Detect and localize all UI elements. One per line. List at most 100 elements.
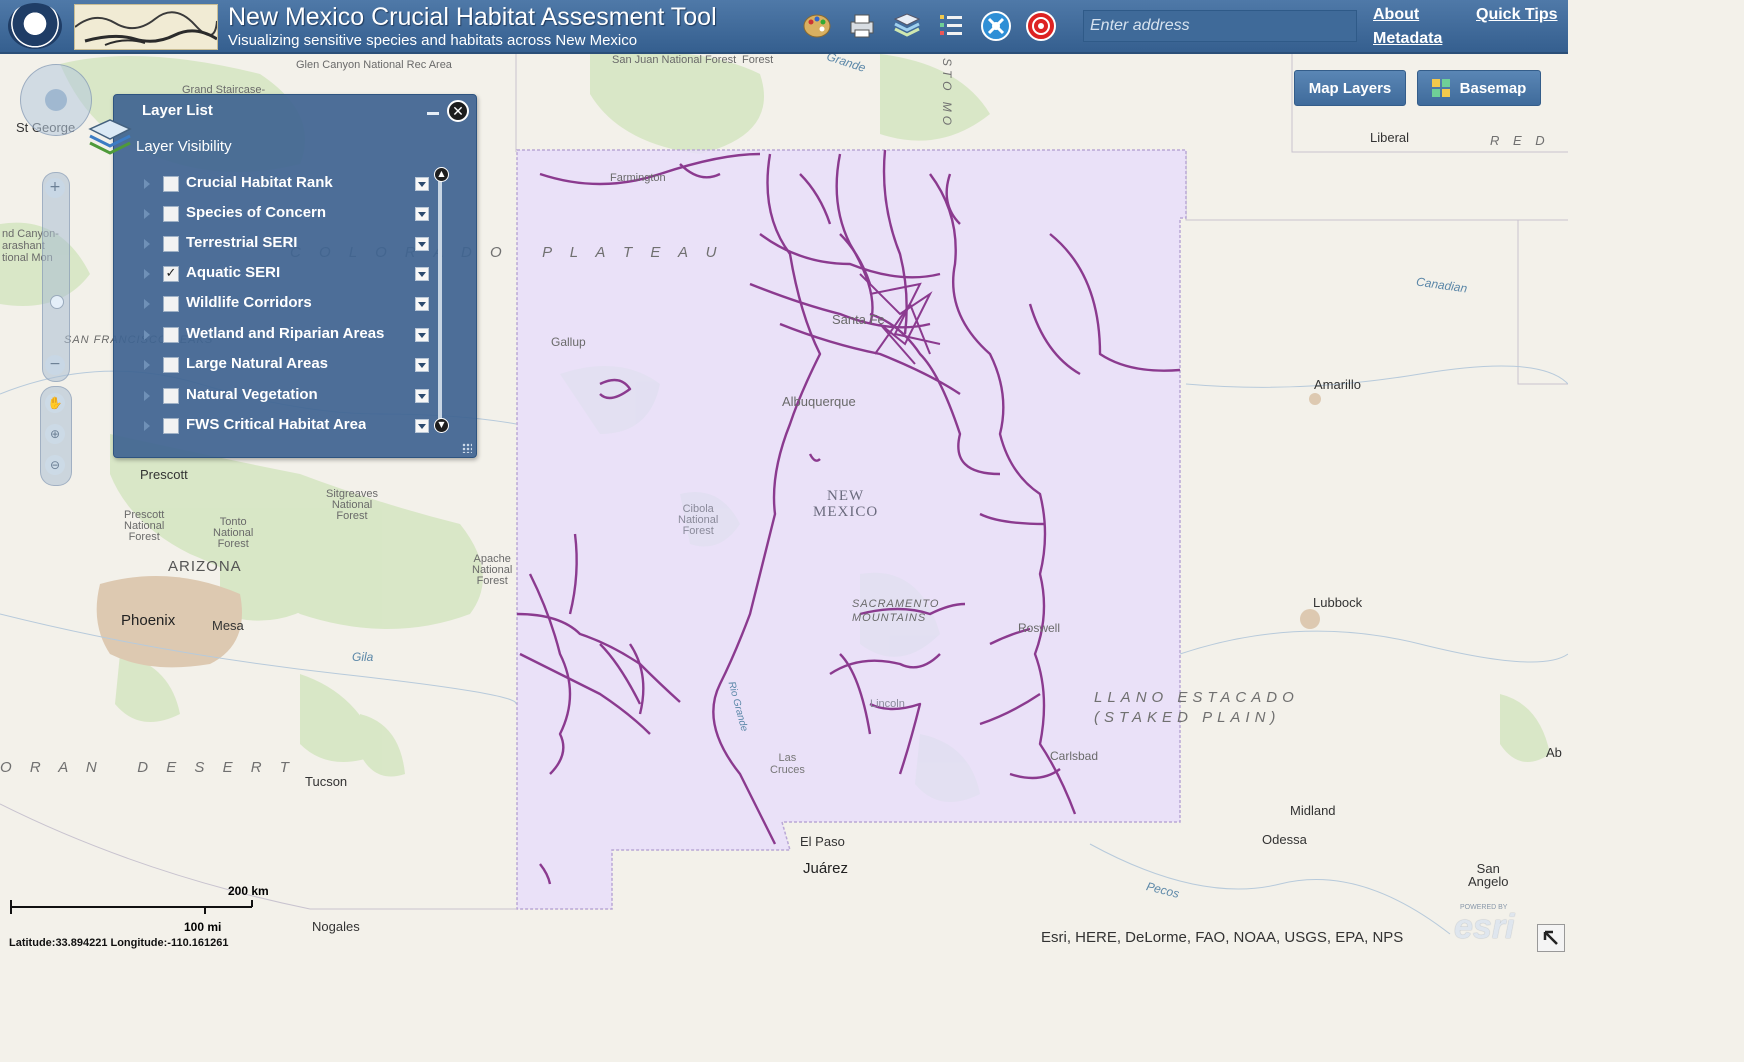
zoom-out-box-icon[interactable]: ⊖: [45, 455, 65, 475]
layer-options-dropdown[interactable]: [415, 328, 429, 342]
app-header: New Mexico Crucial Habitat Assesment Too…: [0, 0, 1568, 54]
layer-options-dropdown[interactable]: [415, 237, 429, 251]
layer-label: Terrestrial SERI: [186, 234, 298, 251]
compass-globe-icon: [981, 11, 1011, 41]
expand-arrow-icon[interactable]: [144, 360, 150, 370]
layer-stack-icon: [88, 119, 132, 155]
metadata-link[interactable]: Metadata: [1373, 30, 1443, 47]
layer-options-dropdown[interactable]: [415, 389, 429, 403]
locate-tool-button[interactable]: [1024, 9, 1058, 43]
banner-landscape-art: [74, 4, 218, 50]
layer-row-crucial-habitat-rank: Crucial Habitat Rank: [114, 171, 434, 201]
zoom-out-button[interactable]: −: [45, 355, 65, 375]
overview-map-toggle-button[interactable]: [1537, 924, 1565, 952]
layer-label: Wetland and Riparian Areas: [186, 325, 385, 342]
layer-row-terrestrial-seri: Terrestrial SERI: [114, 231, 434, 261]
esri-wordmark: esri: [1454, 908, 1515, 946]
layer-checkbox-wildlife-corridors[interactable]: [163, 296, 179, 312]
layer-options-dropdown[interactable]: [415, 419, 429, 433]
layer-label: Wildlife Corridors: [186, 294, 312, 311]
zoom-slider-handle[interactable]: [50, 295, 64, 309]
layer-checkbox-wetland-riparian[interactable]: [163, 327, 179, 343]
zoom-slider-track[interactable]: [42, 172, 70, 382]
layer-checkbox-crucial-habitat-rank[interactable]: [163, 176, 179, 192]
palette-icon: [803, 14, 831, 38]
layer-options-dropdown[interactable]: [415, 267, 429, 281]
zoom-in-button[interactable]: +: [45, 178, 65, 198]
layer-options-dropdown[interactable]: [415, 358, 429, 372]
app-title: New Mexico Crucial Habitat Assesment Too…: [228, 3, 717, 31]
expand-arrow-icon[interactable]: [144, 239, 150, 249]
layer-checkbox-terrestrial-seri[interactable]: [163, 236, 179, 252]
layer-checkbox-fws-critical-habitat[interactable]: [163, 418, 179, 434]
layer-label: Crucial Habitat Rank: [186, 174, 333, 191]
layer-label: Natural Vegetation: [186, 386, 318, 403]
layer-list-scrollbar[interactable]: [438, 171, 442, 429]
new-mexico-boundary: [516, 149, 1187, 910]
layer-label: Aquatic SERI: [186, 264, 281, 281]
compass-center-icon: [45, 89, 67, 111]
esri-logo: POWERED BY esri: [1454, 902, 1530, 946]
layer-list-panel: Layer List ✕ Layer Visibility Crucial Ha…: [88, 94, 477, 458]
expand-arrow-icon[interactable]: [144, 269, 150, 279]
esri-powered-by: POWERED BY: [1460, 904, 1508, 911]
expand-arrow-icon[interactable]: [144, 299, 150, 309]
list-icon: [940, 15, 962, 35]
cursor-coordinates: Latitude:33.894221 Longitude:-110.161261: [9, 937, 229, 949]
layer-label: Large Natural Areas: [186, 355, 329, 372]
layer-row-aquatic-seri: ✓ Aquatic SERI: [114, 261, 434, 291]
measure-tool-button[interactable]: [979, 9, 1013, 43]
layer-options-dropdown[interactable]: [415, 297, 429, 311]
close-panel-button[interactable]: ✕: [447, 100, 469, 122]
layer-options-dropdown[interactable]: [415, 207, 429, 221]
scale-mi-label: 100 mi: [184, 920, 222, 934]
layer-row-large-natural-areas: Large Natural Areas: [114, 352, 434, 382]
scale-bar-graphic: [10, 900, 253, 914]
address-search-input[interactable]: [1083, 10, 1357, 42]
layer-label: Species of Concern: [186, 204, 327, 221]
basemap-button[interactable]: Basemap: [1417, 70, 1541, 106]
layer-label: FWS Critical Habitat Area: [186, 416, 367, 433]
basemap-graphics: [0, 54, 1568, 955]
map-canvas[interactable]: Glen Canyon National Rec Area Grand Stai…: [0, 54, 1568, 955]
layer-checkbox-species-of-concern[interactable]: [163, 206, 179, 222]
scroll-up-icon[interactable]: ▲: [434, 167, 449, 182]
expand-arrow-icon[interactable]: [144, 330, 150, 340]
pan-compass-control[interactable]: [20, 64, 92, 136]
map-attribution: Esri, HERE, DeLorme, FAO, NOAA, USGS, EP…: [1041, 929, 1404, 946]
pan-hand-icon[interactable]: ✋: [45, 393, 65, 413]
scroll-down-icon[interactable]: ▼: [434, 418, 449, 433]
zoom-in-box-icon[interactable]: ⊕: [45, 424, 65, 444]
layer-checkbox-large-natural-areas[interactable]: [163, 357, 179, 373]
layer-visibility-heading: Layer Visibility: [136, 138, 232, 155]
about-link[interactable]: About: [1373, 6, 1420, 23]
layer-row-species-of-concern: Species of Concern: [114, 201, 434, 231]
map-layers-button[interactable]: Map Layers: [1294, 70, 1406, 106]
expand-arrow-icon[interactable]: [144, 421, 150, 431]
target-icon: [1026, 11, 1056, 41]
minimize-panel-button[interactable]: [427, 112, 439, 115]
expand-arrow-icon[interactable]: [144, 209, 150, 219]
basemap-button-label: Basemap: [1459, 79, 1527, 97]
layer-row-natural-vegetation: Natural Vegetation: [114, 383, 434, 413]
layers-stack-icon: [893, 13, 921, 37]
quick-tips-link[interactable]: Quick Tips: [1476, 6, 1558, 23]
layer-row-wildlife-corridors: Wildlife Corridors: [114, 291, 434, 321]
scale-km-label: 200 km: [228, 884, 269, 898]
layer-checkbox-aquatic-seri[interactable]: ✓: [163, 266, 179, 282]
layer-checkbox-natural-vegetation[interactable]: [163, 388, 179, 404]
palette-tool-button[interactable]: [800, 9, 834, 43]
layer-options-dropdown[interactable]: [415, 177, 429, 191]
legend-tool-button[interactable]: [934, 9, 968, 43]
expand-arrow-icon[interactable]: [144, 179, 150, 189]
layer-list-title: Layer List: [142, 102, 213, 119]
layers-tool-button[interactable]: [890, 9, 924, 43]
print-tool-button[interactable]: [845, 9, 879, 43]
expand-arrow-icon[interactable]: [144, 391, 150, 401]
nm-game-fish-seal-logo: [8, 3, 62, 49]
scale-bar: 200 km 100 mi: [10, 884, 269, 934]
app-subtitle: Visualizing sensitive species and habita…: [228, 32, 638, 49]
layer-row-fws-critical-habitat: FWS Critical Habitat Area: [114, 413, 434, 443]
resize-grip-icon[interactable]: [462, 443, 472, 453]
arrow-expand-icon: [1543, 930, 1558, 945]
